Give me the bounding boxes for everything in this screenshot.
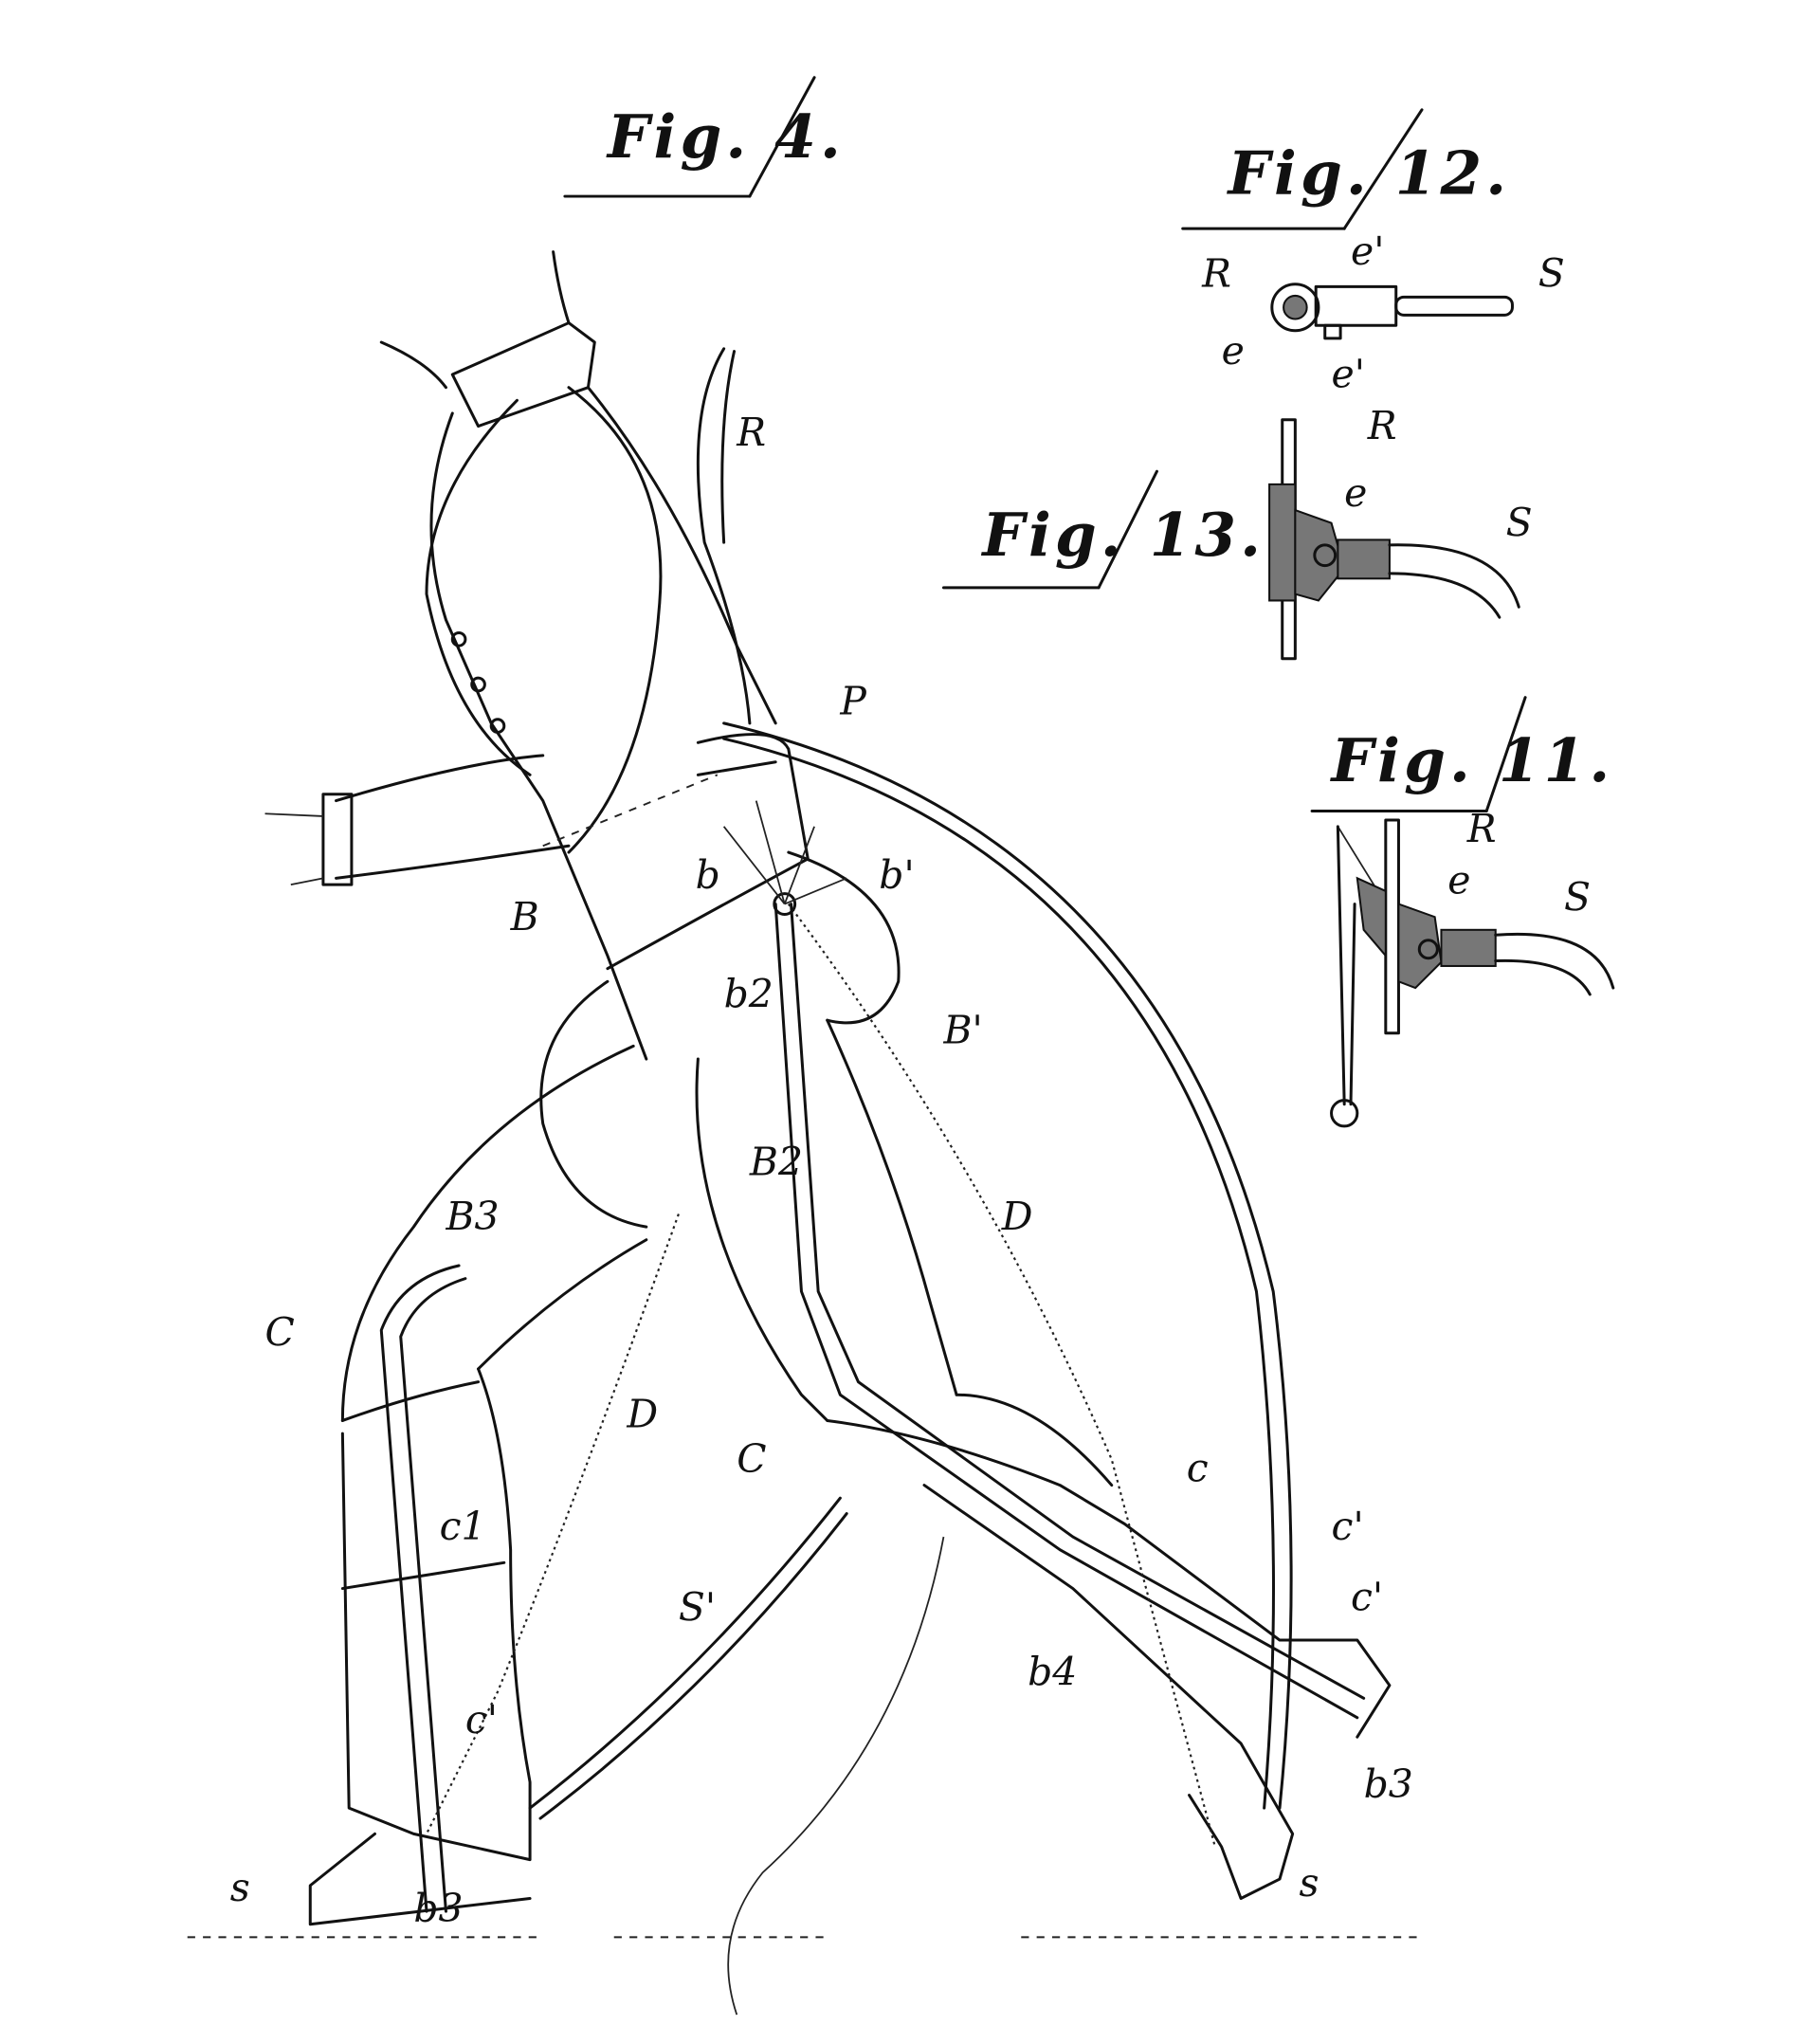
fig11-title: Fig. 11. xyxy=(1310,696,1614,812)
svg-text:e: e xyxy=(1222,328,1245,374)
svg-text:b: b xyxy=(696,852,720,898)
fig12-labels: R e' S e e' xyxy=(1201,228,1565,396)
svg-text:b': b' xyxy=(879,852,914,898)
svg-text:R: R xyxy=(1367,403,1397,448)
svg-text:b2: b2 xyxy=(724,972,774,1017)
svg-text:R: R xyxy=(736,410,766,455)
fig4-labels: R P b b' B b2 B' B2 D B3 C D C c c1 c' S… xyxy=(230,410,1413,1931)
fig11-drawing xyxy=(1330,818,1615,1128)
svg-text:e': e' xyxy=(1332,352,1365,397)
svg-text:e: e xyxy=(1344,470,1367,516)
svg-text:e': e' xyxy=(1351,228,1384,274)
svg-text:Fig. 4.: Fig. 4. xyxy=(606,101,845,172)
svg-text:S: S xyxy=(1564,874,1591,920)
svg-text:S: S xyxy=(1506,500,1533,545)
svg-text:C: C xyxy=(737,1436,766,1482)
svg-text:c: c xyxy=(1187,1446,1209,1491)
svg-text:P: P xyxy=(839,678,867,723)
svg-text:c': c' xyxy=(465,1697,498,1742)
svg-text:b4: b4 xyxy=(1028,1650,1077,1695)
svg-text:Fig. 13.: Fig. 13. xyxy=(980,500,1265,570)
svg-text:R: R xyxy=(1466,806,1497,851)
fig11-labels: R e S xyxy=(1447,806,1591,920)
svg-text:s: s xyxy=(1299,1860,1319,1906)
svg-text:B: B xyxy=(510,894,539,940)
svg-text:c': c' xyxy=(1351,1575,1383,1620)
fig12-drawing xyxy=(1270,283,1514,340)
svg-text:b3: b3 xyxy=(1364,1761,1413,1807)
svg-text:R: R xyxy=(1201,250,1231,296)
svg-text:S: S xyxy=(1538,250,1565,296)
fig12-title: Fig. 12. xyxy=(1181,108,1510,230)
svg-text:C: C xyxy=(265,1309,295,1355)
fig13-title: Fig. 13. xyxy=(941,469,1265,590)
fig13-labels: R e S xyxy=(1344,403,1532,545)
fig4-title: Fig. 4. xyxy=(563,76,845,198)
svg-text:D: D xyxy=(626,1391,658,1436)
svg-text:s: s xyxy=(230,1865,250,1910)
svg-text:D: D xyxy=(1001,1194,1033,1239)
svg-text:b3: b3 xyxy=(413,1886,463,1931)
svg-text:B': B' xyxy=(942,1008,982,1053)
svg-text:S': S' xyxy=(679,1585,716,1631)
fig13-drawing xyxy=(1268,418,1520,661)
svg-text:Fig. 12.: Fig. 12. xyxy=(1226,137,1510,208)
fig4-drawing xyxy=(187,250,1422,2016)
svg-text:c1: c1 xyxy=(440,1504,486,1549)
svg-text:Fig. 11.: Fig. 11. xyxy=(1330,725,1614,795)
svg-text:B3: B3 xyxy=(445,1194,499,1239)
svg-text:c': c' xyxy=(1332,1504,1364,1549)
svg-text:B2: B2 xyxy=(749,1140,803,1185)
svg-text:e: e xyxy=(1447,858,1470,903)
